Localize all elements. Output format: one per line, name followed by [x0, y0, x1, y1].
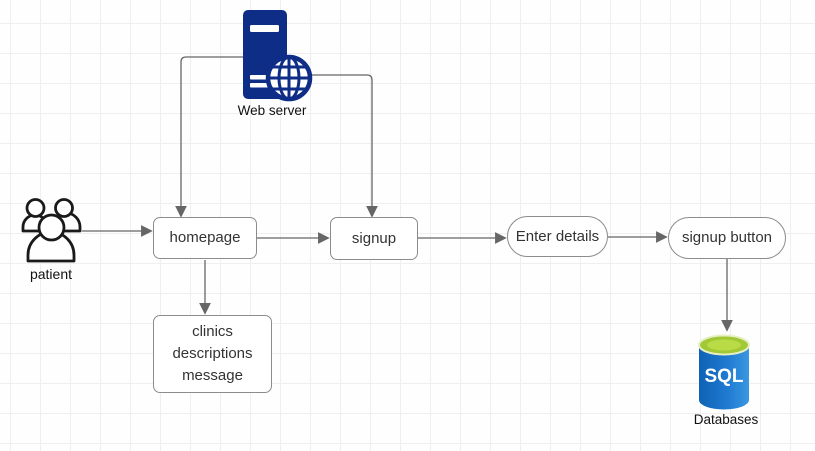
patient-label: patient	[29, 266, 73, 282]
node-clinics-message[interactable]: clinics descriptions message	[153, 315, 272, 393]
node-signup-button[interactable]: signup button	[668, 217, 786, 259]
node-enter-details-label: Enter details	[515, 227, 600, 245]
edge-webserver-to-signup[interactable]	[312, 74, 378, 218]
node-homepage-label: homepage	[169, 229, 241, 247]
edge-webserver-to-homepage[interactable]	[175, 56, 243, 218]
node-enter-details[interactable]: Enter details	[507, 216, 608, 257]
node-homepage[interactable]: homepage	[153, 217, 257, 259]
databases-label: Databases	[693, 412, 759, 427]
web-server-icon[interactable]	[238, 6, 318, 106]
web-server-label: Web server	[237, 103, 307, 118]
patient-users-icon[interactable]	[20, 196, 82, 264]
node-signup-label: signup	[351, 229, 397, 247]
node-signup[interactable]: signup	[330, 217, 418, 260]
node-clinics-message-label: clinics descriptions message	[172, 323, 253, 384]
node-signup-button-label: signup button	[681, 229, 773, 247]
sql-badge-text: SQL	[704, 366, 743, 387]
sql-database-icon[interactable]: SQL	[696, 334, 752, 412]
